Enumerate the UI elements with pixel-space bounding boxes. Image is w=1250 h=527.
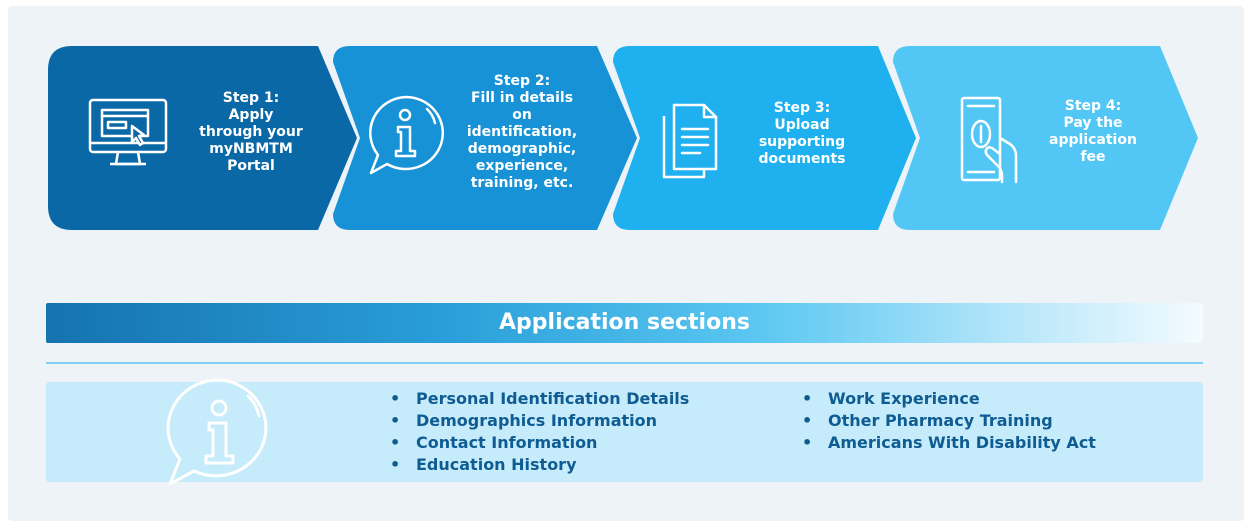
step-2-chevron bbox=[333, 46, 637, 230]
step-3-line: Step 3: bbox=[773, 100, 831, 116]
step-2-line: Fill in details bbox=[470, 90, 574, 106]
list-item: Personal Identification Details bbox=[390, 388, 689, 410]
step-2-line: identification, bbox=[466, 124, 578, 140]
sections-list-left: Personal Identification Details Demograp… bbox=[390, 388, 689, 476]
list-item: Demographics Information bbox=[390, 410, 689, 432]
step-3-line: Upload bbox=[774, 117, 830, 133]
step-2-line: experience, bbox=[475, 158, 569, 174]
info-bubble-icon bbox=[369, 95, 444, 175]
step-2-line: on bbox=[512, 107, 532, 123]
list-item: Contact Information bbox=[390, 432, 689, 454]
step-2-label: Step 2: Fill in details on identificatio… bbox=[452, 73, 592, 192]
info-bubble-icon bbox=[166, 378, 268, 486]
step-3-line: documents bbox=[758, 151, 846, 167]
step-1-line: Portal bbox=[227, 158, 275, 174]
step-4-chevron bbox=[893, 46, 1198, 230]
divider bbox=[46, 362, 1203, 364]
application-sections-banner: Application sections bbox=[46, 303, 1203, 343]
step-4-line: application bbox=[1049, 132, 1137, 148]
step-4-line: fee bbox=[1080, 149, 1106, 165]
step-1-line: Step 1: bbox=[222, 90, 280, 106]
step-1-label: Step 1: Apply through your myNBMTM Porta… bbox=[186, 90, 316, 175]
list-item: Other Pharmacy Training bbox=[802, 410, 1096, 432]
step-4-line: Step 4: bbox=[1064, 98, 1122, 114]
step-4-label: Step 4: Pay the application fee bbox=[1038, 98, 1148, 166]
step-3-line: supporting bbox=[758, 134, 846, 150]
step-2-line: demographic, bbox=[467, 141, 577, 157]
computer-cursor-icon bbox=[88, 98, 168, 166]
step-3-chevron bbox=[613, 46, 916, 230]
step-shapes bbox=[48, 46, 1198, 230]
step-1-line: through your bbox=[199, 124, 303, 140]
step-1-line: Apply bbox=[228, 107, 274, 123]
list-item: Americans With Disability Act bbox=[802, 432, 1096, 454]
money-hand-icon bbox=[960, 96, 1018, 184]
step-1-chevron bbox=[48, 46, 357, 230]
documents-icon bbox=[662, 103, 718, 179]
step-2-line: Step 2: bbox=[493, 73, 551, 89]
banner-title: Application sections bbox=[499, 310, 750, 335]
sections-list-right: Work Experience Other Pharmacy Training … bbox=[802, 388, 1096, 454]
step-2-line: training, etc. bbox=[470, 175, 574, 191]
list-item: Work Experience bbox=[802, 388, 1096, 410]
step-1-line: myNBMTM bbox=[209, 141, 293, 157]
sections-box: Personal Identification Details Demograp… bbox=[46, 378, 1203, 486]
step-3-label: Step 3: Upload supporting documents bbox=[742, 100, 862, 168]
list-item: Education History bbox=[390, 454, 689, 476]
step-4-line: Pay the bbox=[1063, 115, 1123, 131]
process-steps: Step 1: Apply through your myNBMTM Porta… bbox=[0, 0, 1250, 240]
